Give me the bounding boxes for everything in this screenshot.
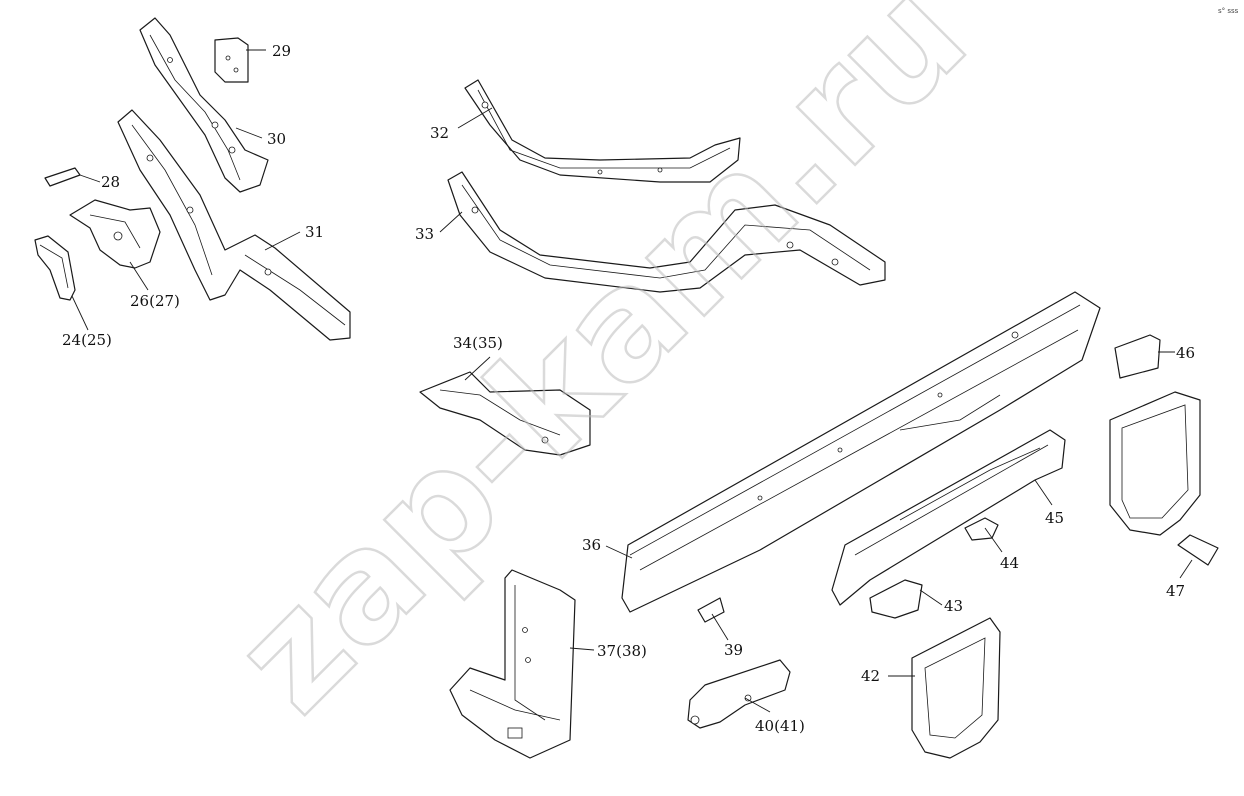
watermark: zap-kam.ru (202, 0, 999, 745)
part-47-block (1177, 534, 1219, 566)
corner-mark: s° sss (1218, 7, 1239, 15)
part-43-bracket (869, 579, 923, 619)
part-24-bracket (34, 235, 76, 301)
label-39: 39 (724, 641, 743, 659)
part-44-bracket (964, 517, 999, 541)
part-32-rail (464, 79, 741, 183)
part-40-bracket (687, 659, 791, 729)
label-43: 43 (944, 597, 963, 615)
label-31: 31 (305, 223, 324, 241)
part-37-pillar (449, 569, 576, 759)
label-37: 37(38) (597, 642, 647, 660)
leader-lines (71, 49, 1193, 713)
label-26: 26(27) (130, 292, 180, 310)
part-39-clip (697, 597, 725, 623)
label-33: 33 (415, 225, 434, 243)
part-28-plate (44, 167, 81, 187)
part-42-frame (911, 617, 1001, 759)
part-30-rail (139, 17, 269, 193)
label-40: 40(41) (755, 717, 805, 735)
part-46-frame (1109, 391, 1201, 536)
label-34: 34(35) (453, 334, 503, 352)
part-31-rail (117, 109, 351, 341)
part-29-bracket (214, 37, 249, 83)
label-36: 36 (582, 536, 601, 554)
part-46-plate (1114, 334, 1161, 379)
part-26-bracket (69, 199, 161, 269)
label-28: 28 (101, 173, 120, 191)
label-46: 46 (1176, 344, 1195, 362)
label-44: 44 (1000, 554, 1019, 572)
label-47: 47 (1166, 582, 1185, 600)
label-24: 24(25) (62, 331, 112, 349)
part-34-bracket (419, 371, 591, 456)
part-36-member (621, 291, 1101, 613)
label-30: 30 (267, 130, 286, 148)
label-45: 45 (1045, 509, 1064, 527)
label-29: 29 (272, 42, 291, 60)
label-42: 42 (861, 667, 880, 685)
label-32: 32 (430, 124, 449, 142)
part-33-rail (447, 171, 886, 293)
